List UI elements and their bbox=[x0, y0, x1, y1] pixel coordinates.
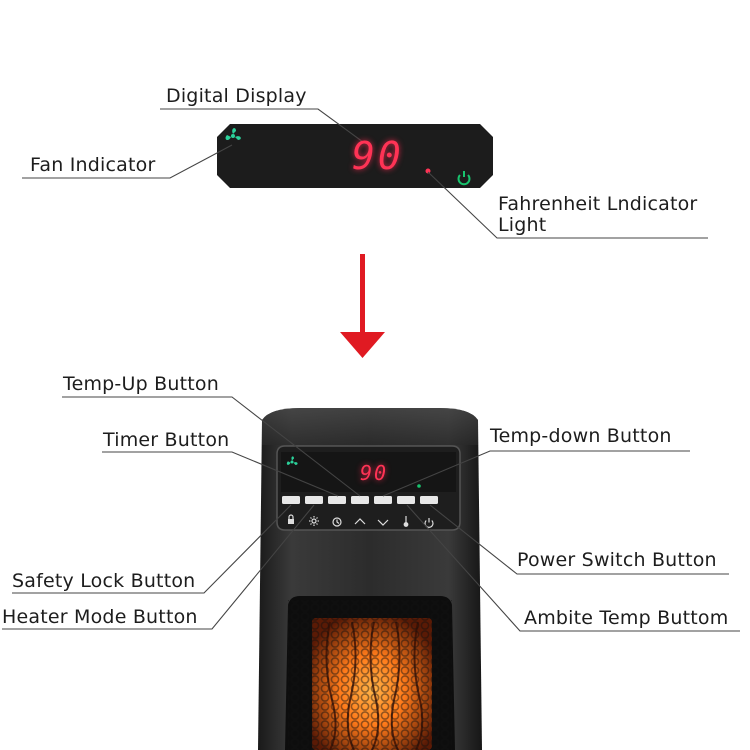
chevron-up-icon bbox=[354, 518, 366, 525]
timer-button[interactable] bbox=[328, 496, 346, 504]
fan-icon bbox=[225, 128, 241, 141]
small-temperature-readout: 90 bbox=[360, 461, 389, 485]
label-power-switch: Power Switch Button bbox=[517, 549, 717, 571]
sun-icon bbox=[309, 516, 319, 526]
power-icon bbox=[457, 171, 471, 186]
chevron-down-icon bbox=[377, 519, 389, 526]
fahrenheit-indicator-light bbox=[425, 168, 431, 174]
label-heater-mode: Heater Mode Button bbox=[2, 606, 198, 628]
label-safety-lock: Safety Lock Button bbox=[12, 570, 196, 592]
safety-lock-button[interactable] bbox=[282, 496, 300, 504]
label-ambite-temp: Ambite Temp Buttom bbox=[524, 607, 729, 629]
ambite-temp-button[interactable] bbox=[397, 496, 415, 504]
lock-icon bbox=[288, 514, 294, 524]
label-temp-down: Temp-down Button bbox=[490, 425, 672, 447]
digital-display-panel bbox=[217, 124, 493, 188]
heater-body bbox=[258, 408, 482, 750]
button-row bbox=[282, 496, 438, 504]
temp-up-button[interactable] bbox=[351, 496, 369, 504]
temperature-readout: 90 bbox=[352, 134, 404, 178]
temp-down-button[interactable] bbox=[374, 496, 392, 504]
label-digital-display: Digital Display bbox=[166, 85, 307, 107]
clock-icon bbox=[332, 517, 342, 527]
small-power-icon bbox=[424, 518, 434, 528]
down-arrow bbox=[340, 254, 385, 358]
power-switch-button[interactable] bbox=[420, 496, 438, 504]
label-timer: Timer Button bbox=[103, 429, 230, 451]
label-fahrenheit-line2: Light bbox=[498, 214, 547, 236]
leader-lines bbox=[2, 108, 740, 632]
label-temp-up: Temp-Up Button bbox=[63, 373, 219, 395]
small-fan-icon bbox=[286, 456, 298, 465]
label-fan-indicator: Fan Indicator bbox=[30, 154, 156, 176]
heater-mode-button[interactable] bbox=[305, 496, 323, 504]
label-fahrenheit-line1: Fahrenheit Lndicator bbox=[498, 193, 698, 215]
thermometer-icon bbox=[403, 516, 409, 527]
